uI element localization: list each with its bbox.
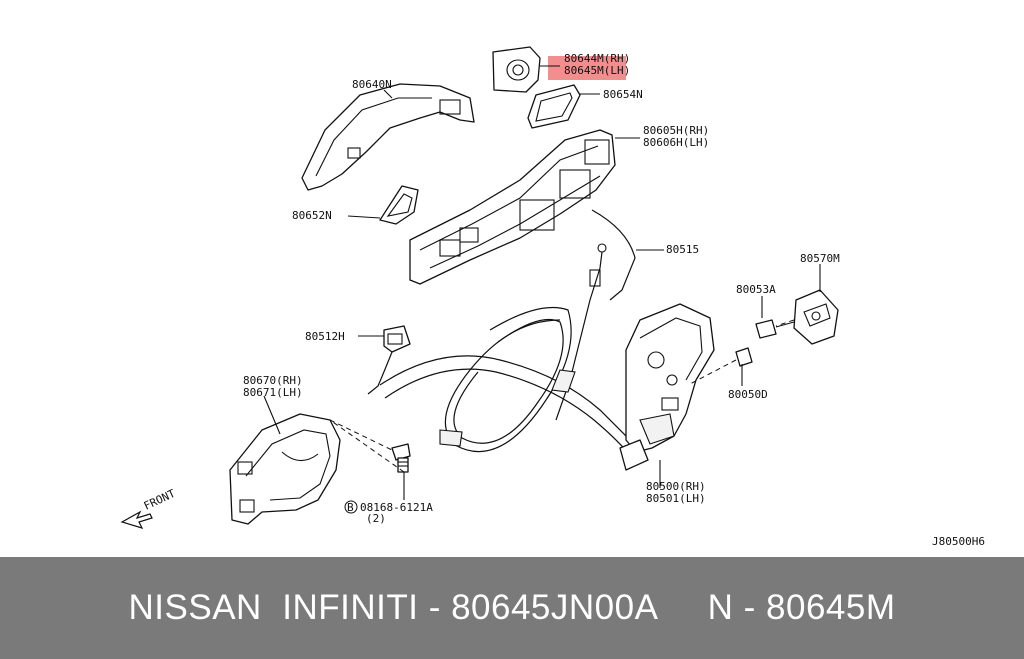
part-label-08168-6121a: 08168-6121A [360,501,433,514]
striker [793,289,839,345]
part-label-80671: 80671(LH) [243,386,303,399]
highlight-box [548,56,626,80]
striker-bolt [755,319,795,339]
part-label-80500: 80500(RH) [646,480,706,493]
part-label-80605h: 80605H(RH) [643,124,709,137]
bolt [391,443,411,473]
handle-pad [379,185,419,225]
part-label-80654n: 80654N [603,88,643,101]
part-label-80670: 80670(RH) [243,374,303,387]
lock-screw [735,347,753,386]
cable-clip [383,325,411,353]
part-label-80570m: 80570M [800,252,840,265]
part-label-80606h: 80606H(LH) [643,136,709,149]
bolt-badge: B [347,501,354,514]
part-label-80640n: 80640N [352,78,392,91]
door-lock-actuator [619,303,715,471]
handle-gasket [527,84,581,129]
parts-diagram: 80644M(RH) 80645M(LH) 80640N 80654N 8060… [120,46,985,548]
footer-bar: NISSAN INFINITI - 80645JN00A N - 80645M [0,557,1024,659]
front-arrow-icon [120,510,153,529]
inside-handle [229,413,341,525]
handle-frame [409,129,616,285]
part-label-qty: (2) [366,512,386,525]
inside-cables [379,306,641,459]
part-label-80644m: 80644M(RH) [564,52,630,65]
part-label-80512h: 80512H [305,330,345,343]
bolt-badge-circle [344,500,358,514]
diagram-code: J80500H6 [932,535,985,548]
part-label-80050d: 80050D [728,388,768,401]
part-label-80645m: 80645M(LH) [564,64,630,77]
outside-handle [301,83,475,191]
front-label: FRONT [142,487,178,513]
part-number-caption: NISSAN INFINITI - 80645JN00A N - 80645M [128,588,896,627]
part-label-80053a: 80053A [736,283,776,296]
part-label-80515: 80515 [666,243,699,256]
part-label-80501: 80501(LH) [646,492,706,505]
part-label-80652n: 80652N [292,209,332,222]
escutcheon-cap [492,46,541,93]
parts-diagram-svg: 80644M(RH) 80645M(LH) 80640N 80654N 8060… [120,46,985,548]
